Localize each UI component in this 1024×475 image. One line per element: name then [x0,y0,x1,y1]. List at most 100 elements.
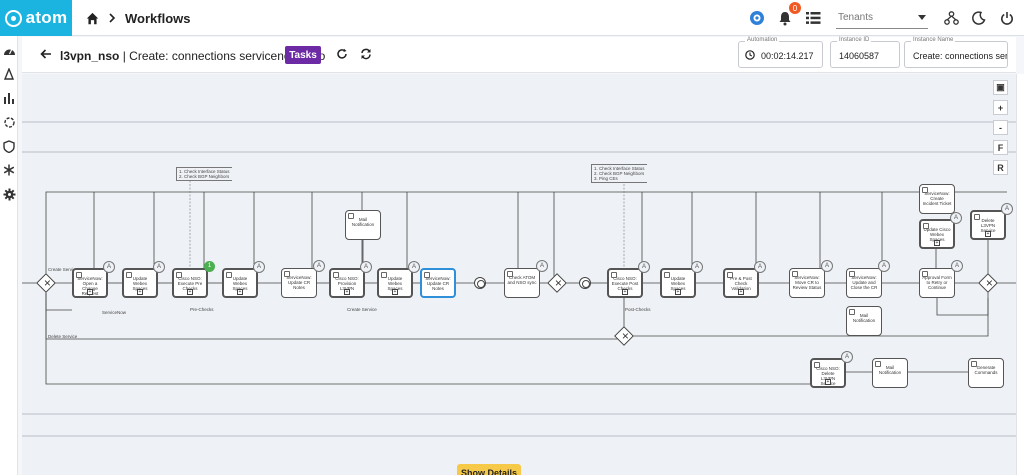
task-update-webex-3[interactable]: Update Webex Spaces A + [377,261,420,298]
task-mail-notification-2[interactable]: Mail Notification [345,210,381,240]
task-servicenow-open-cr[interactable]: ServiceNow: Open a Change RequestA+ [72,261,115,298]
instance-name-value: Create: connections servicenow [913,51,1007,61]
task-mail-notification-1[interactable]: Mail Notification [846,306,882,336]
expand-icon[interactable]: + [934,240,940,246]
tenant-select[interactable]: Tenants [836,7,928,29]
annotation-marker-icon: A [754,261,766,273]
instance-name-field[interactable]: Instance Name Create: connections servic… [904,37,1008,68]
analytics-icon[interactable] [2,91,16,105]
task-label: Mail Notification [878,365,902,375]
snowflake-icon[interactable] [2,163,16,177]
task-pre-post-validation[interactable]: Pre & Post Check ValidationA+ [723,261,766,298]
timer-event-2[interactable] [579,277,591,289]
expand-icon[interactable]: + [985,231,991,237]
workflow-action: | Create: connections servicenow_nso [122,49,326,63]
topology-icon[interactable] [2,115,16,129]
expand-icon[interactable]: + [622,289,628,295]
dark-mode-icon[interactable] [970,9,988,27]
annotation-marker-icon: A [408,261,420,273]
breadcrumb-workflows[interactable]: Workflows [125,10,191,26]
task-label: Cisco NSO: Execute Pre Checks [177,276,203,291]
task-label: Delete L3VPN Service [980,218,996,233]
task-label: Update Webex Spaces [387,276,403,291]
task-cisco-nso-post-checks[interactable]: Cisco NSO: Execute Post ChecksA+ [607,261,650,298]
settings-gear-icon[interactable] [2,187,16,201]
task-update-cisco-webex[interactable]: Update Cisco Webex Spaces A + [919,212,962,249]
tasks-button[interactable]: Tasks [285,46,321,64]
annotation-marker-icon: A [153,261,165,273]
expand-icon[interactable]: + [187,289,193,295]
security-icon[interactable] [2,139,16,153]
task-generate-commands[interactable]: Generate Commands [968,358,1004,388]
assistant-icon[interactable] [748,9,766,27]
zoom-controls: ▣ + - F R [993,80,1008,175]
task-update-webex-2[interactable]: Update Webex SpacesA+ [222,261,265,298]
task-label: ServiceNow: Move CR to Review Status [792,275,822,290]
notification-badge: 0 [789,2,801,14]
expand-icon[interactable]: + [344,289,350,295]
sync-icon[interactable] [360,48,372,60]
expand-icon[interactable]: + [137,289,143,295]
expand-icon[interactable]: + [738,289,744,295]
bell-icon[interactable]: 0 [776,2,801,27]
timer-event-1[interactable] [474,277,486,289]
fit-button[interactable]: F [993,140,1008,155]
dashboard-icon[interactable] [2,43,16,57]
brand-logo[interactable]: atom [0,0,72,36]
home-icon[interactable] [86,12,99,25]
workflow-canvas[interactable]: 1. Check Interface Status 2. Check BGP N… [22,74,1016,475]
refresh-icon[interactable] [336,48,348,60]
task-label: ServiceNow: Update CR Notes [286,275,312,290]
task-label: Mail Notification [351,217,375,227]
annotation-marker-icon: A [360,261,372,273]
reset-button[interactable]: R [993,160,1008,175]
task-label: Update Cisco Webex Spaces [923,227,951,242]
task-cisco-nso-pre-checks[interactable]: Cisco NSO: Execute Pre Checks1+ [172,261,215,298]
zoom-in-button[interactable]: + [993,100,1008,115]
devices-icon[interactable] [2,67,16,81]
expand-icon[interactable]: + [237,289,243,295]
org-chart-icon[interactable] [942,9,960,27]
annotation-post-checks-text: 1. Check Interface Status 2. Check BGP N… [594,166,645,181]
page-scrollbar[interactable] [1016,74,1024,475]
annotation-marker-icon: A [878,260,890,272]
list-icon[interactable] [804,9,822,27]
annotation-marker-icon: A [841,351,853,363]
expand-icon[interactable]: + [675,289,681,295]
breadcrumb: Workflows [86,0,191,36]
workflow-name: l3vpn_nso [60,49,120,63]
task-servicenow-update-cr-2[interactable]: ServiceNow: Update CR Notes [420,268,456,298]
task-servicenow-incident[interactable]: ServiceNow: Create Incident Ticket [919,184,955,214]
show-details-button[interactable]: Show Details [457,464,521,475]
annotation-marker-icon: A [950,212,962,224]
expand-icon[interactable]: + [825,379,831,385]
task-label: ServiceNow: Update CR Notes [425,276,451,291]
task-label: Update Webex Spaces [670,276,686,291]
zoom-fit-icon[interactable]: ▣ [993,80,1008,95]
task-cisco-nso-delete[interactable]: Cisco NSO: Delete L3VPN ServiceA+ [810,351,853,388]
task-delete-l3vpn[interactable]: Delete L3VPN Service A + [970,203,1013,240]
power-icon[interactable] [998,9,1016,27]
annotation-marker-icon: A [691,261,703,273]
task-update-webex-1[interactable]: Update Webex SpacesA+ [122,261,165,298]
annotation-pre-checks-text: 1. Check Interface Status 2. Check BGP N… [179,169,230,179]
task-update-webex-4[interactable]: Update Webex Spaces A + [660,261,703,298]
task-label: Check ATOM and NSO sync [507,275,537,285]
zoom-out-button[interactable]: - [993,120,1008,135]
expand-icon[interactable]: + [87,289,93,295]
instance-id-field[interactable]: Instance ID 14060587 [830,37,900,68]
instance-name-label: Instance Name [911,37,956,43]
annotation-marker-icon: A [638,261,650,273]
brand-name: atom [25,8,68,27]
task-mail-notification-3[interactable]: Mail Notification [872,358,908,388]
back-arrow-icon[interactable] [40,48,52,60]
annotation-pre-checks: 1. Check Interface Status 2. Check BGP N… [176,167,232,181]
annotation-marker-icon: A [1001,203,1013,215]
expand-icon[interactable]: + [392,289,398,295]
